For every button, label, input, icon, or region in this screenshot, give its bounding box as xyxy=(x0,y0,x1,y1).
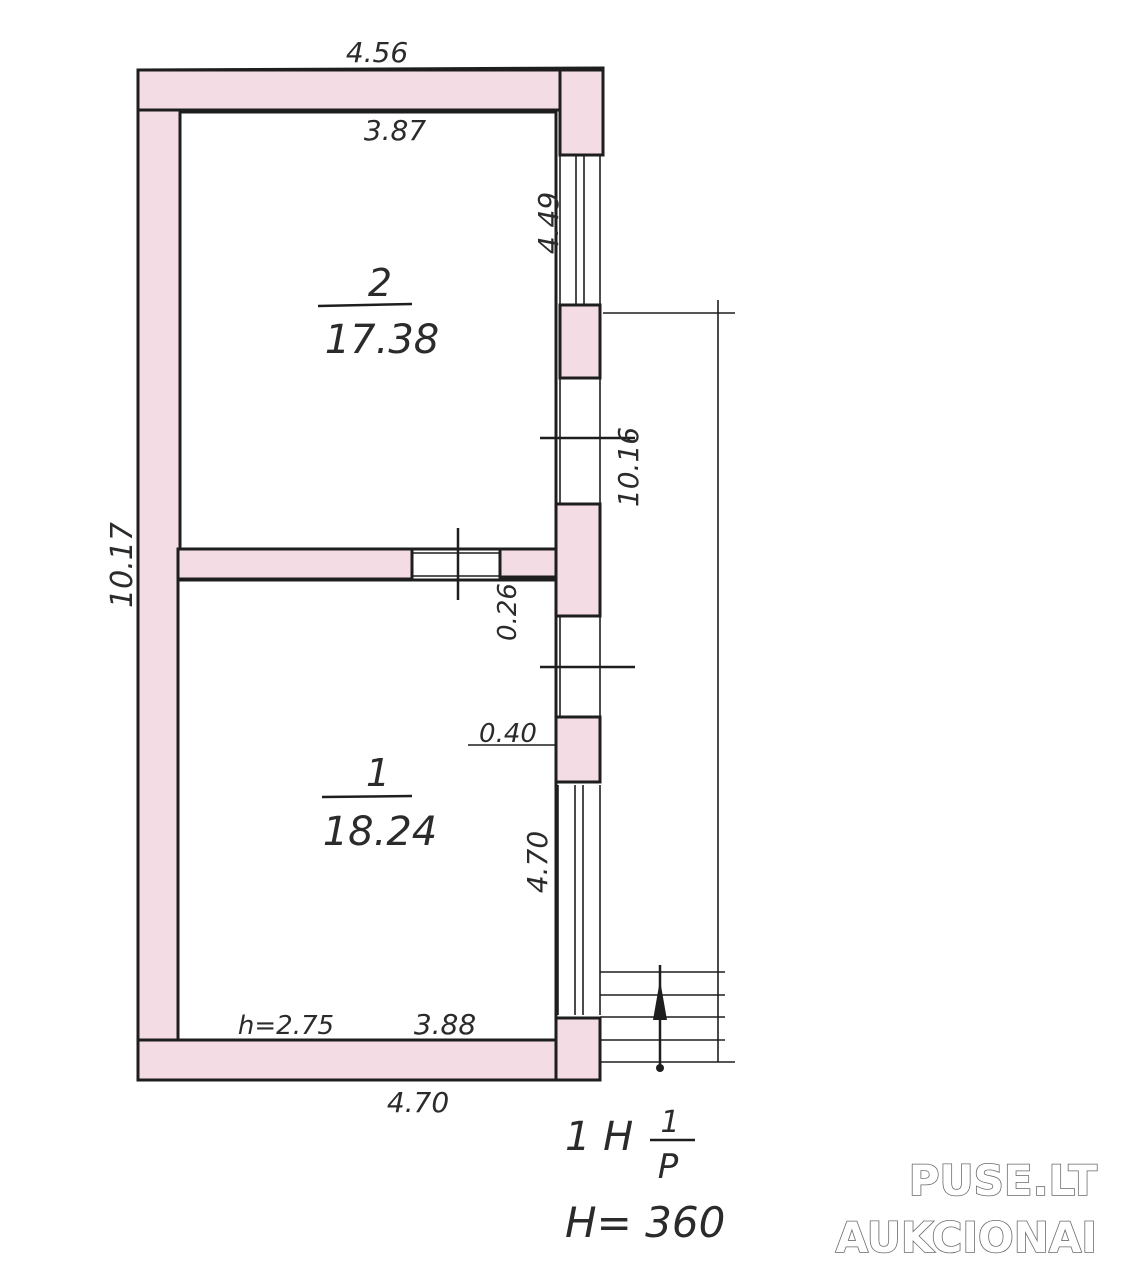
dim-top-inner: 3.87 xyxy=(364,114,427,147)
door-openings xyxy=(412,378,635,717)
designation-fraction-num: 1 xyxy=(660,1105,679,1140)
top-right-corner xyxy=(558,68,605,157)
pier-upper xyxy=(558,303,602,380)
partition-wall-right xyxy=(498,547,562,579)
room-1-floor xyxy=(176,578,558,1042)
watermark-line-1: PUSE.LT xyxy=(909,1156,1098,1205)
dim-bottom-outer: 4.70 xyxy=(387,1086,449,1119)
dim-left-total: 10.17 xyxy=(105,522,140,608)
room-1-label: 1 18.24 xyxy=(321,751,438,855)
dim-top-outer: 4.56 xyxy=(346,36,408,69)
designation-height: H= 360 xyxy=(565,1198,725,1247)
room-1-number: 1 xyxy=(366,751,390,795)
dim-window-lower: 4.70 xyxy=(521,831,554,893)
dim-right-total: 10.16 xyxy=(612,427,645,507)
designation-fraction-den: P xyxy=(658,1147,679,1187)
bottom-right-corner xyxy=(554,1016,602,1082)
left-wall xyxy=(136,68,182,1082)
designation-text: 1 H xyxy=(565,1114,633,1160)
dim-pier-width: 0.40 xyxy=(479,719,537,749)
room-1-area: 18.24 xyxy=(323,809,438,855)
dim-height-label: h=2.75 xyxy=(238,1011,334,1041)
pier-middle xyxy=(554,502,602,618)
watermark-line-2: AUKCIONAI xyxy=(836,1213,1097,1262)
dim-door-gap: 0.26 xyxy=(493,583,523,641)
pier-lower xyxy=(554,715,602,784)
top-wall xyxy=(136,68,605,112)
room-2-label: 2 17.38 xyxy=(317,261,440,363)
window-lower xyxy=(557,785,601,1015)
entrance-steps xyxy=(600,965,725,1072)
partition-wall-left xyxy=(176,547,414,581)
plan-designation: 1 H 1 P H= 360 xyxy=(565,1105,725,1247)
entrance-arrow-icon xyxy=(653,980,667,1020)
room-2-area: 17.38 xyxy=(325,317,440,363)
bottom-wall xyxy=(136,1038,602,1082)
room-2-number: 2 xyxy=(368,261,392,305)
dim-bottom-inner: 3.88 xyxy=(414,1008,476,1041)
dimension-line-right xyxy=(600,300,735,1063)
room-2-floor xyxy=(178,110,558,551)
window-upper xyxy=(559,155,601,305)
dim-window-upper: 4.49 xyxy=(532,192,565,254)
